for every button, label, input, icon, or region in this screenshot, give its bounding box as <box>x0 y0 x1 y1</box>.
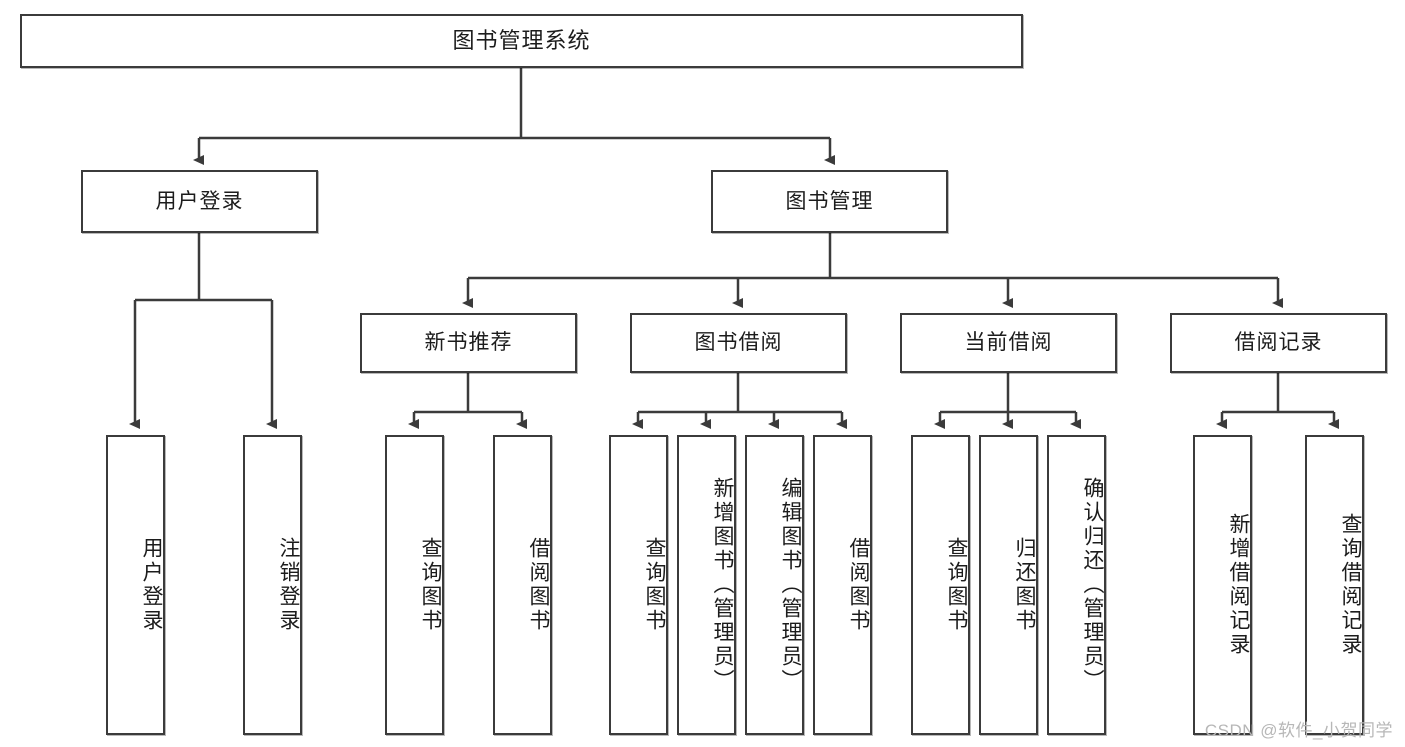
node-label: 查询图书 <box>945 537 968 633</box>
node-borrow-record[interactable]: 借阅记录 <box>1170 313 1387 373</box>
node-book-borrow[interactable]: 图书借阅 <box>630 313 847 373</box>
node-label: 归还图书 <box>1013 537 1036 633</box>
node-label: 借阅图书 <box>527 537 550 633</box>
node-label: 用户登录 <box>140 537 163 633</box>
watermark: CSDN @软件_小贺同学 <box>1204 721 1393 740</box>
leaf-add-book-admin[interactable]: 新增图书（管理员） <box>677 435 736 735</box>
node-label: 新增借阅记录 <box>1227 513 1250 657</box>
node-label: 用户登录 <box>155 189 244 213</box>
node-label: 查询图书 <box>419 537 442 633</box>
leaf-return-book[interactable]: 归还图书 <box>979 435 1038 735</box>
node-current-borrow[interactable]: 当前借阅 <box>900 313 1117 373</box>
node-label: 图书管理 <box>785 189 874 213</box>
leaf-search-borrow-record[interactable]: 查询借阅记录 <box>1305 435 1364 735</box>
node-label: 借阅图书 <box>847 537 870 633</box>
node-new-book-recommend[interactable]: 新书推荐 <box>360 313 577 373</box>
node-label: 新书推荐 <box>424 331 513 355</box>
leaf-borrow-book-recommend[interactable]: 借阅图书 <box>493 435 552 735</box>
leaf-edit-book-admin[interactable]: 编辑图书（管理员） <box>745 435 804 735</box>
node-label: 编辑图书（管理员） <box>779 477 802 693</box>
leaf-user-login[interactable]: 用户登录 <box>106 435 165 735</box>
leaf-search-book-borrow[interactable]: 查询图书 <box>609 435 668 735</box>
node-label: 新增图书（管理员） <box>711 477 734 693</box>
node-label: 查询借阅记录 <box>1339 513 1362 657</box>
node-label: 图书借阅 <box>694 331 783 355</box>
node-book-management[interactable]: 图书管理 <box>711 170 948 233</box>
leaf-confirm-return-admin[interactable]: 确认归还（管理员） <box>1047 435 1106 735</box>
leaf-search-book-current[interactable]: 查询图书 <box>911 435 970 735</box>
node-user-login[interactable]: 用户登录 <box>81 170 318 233</box>
leaf-add-borrow-record[interactable]: 新增借阅记录 <box>1193 435 1252 735</box>
leaf-borrow-book[interactable]: 借阅图书 <box>813 435 872 735</box>
node-label: 借阅记录 <box>1234 331 1323 355</box>
node-label: 图书管理系统 <box>452 27 591 53</box>
leaf-search-book-recommend[interactable]: 查询图书 <box>385 435 444 735</box>
node-root-book-management-system[interactable]: 图书管理系统 <box>20 14 1023 68</box>
leaf-logout[interactable]: 注销登录 <box>243 435 302 735</box>
node-label: 当前借阅 <box>964 331 1053 355</box>
node-label: 查询图书 <box>643 537 666 633</box>
node-label: 注销登录 <box>277 537 300 633</box>
node-label: 确认归还（管理员） <box>1081 477 1104 693</box>
